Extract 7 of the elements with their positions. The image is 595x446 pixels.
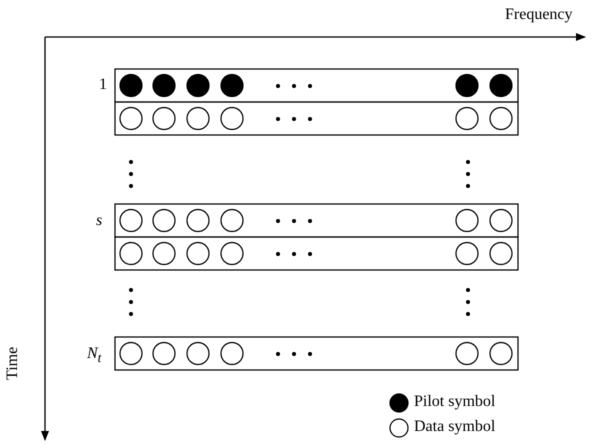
row-index: 1 <box>99 76 107 94</box>
row-index: N$_{t}$ <box>87 345 102 368</box>
row-index: s <box>96 212 102 230</box>
legend-label: Data symbol <box>414 418 496 436</box>
axis-label: Time <box>4 346 22 380</box>
legend-label: Pilot symbol <box>414 393 496 411</box>
axis-label: Frequency <box>505 6 573 24</box>
